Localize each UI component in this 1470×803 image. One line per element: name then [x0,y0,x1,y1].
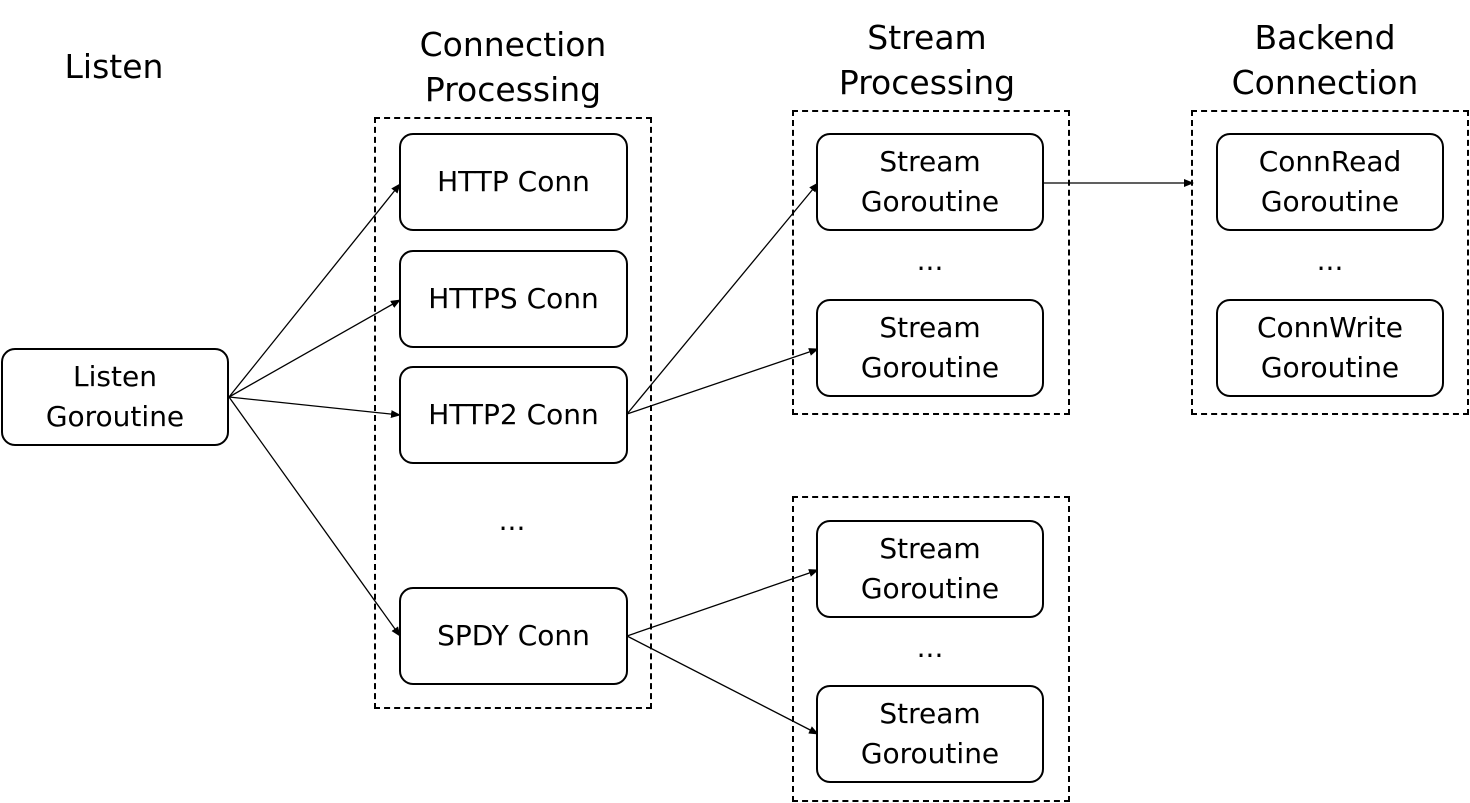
stream-bottom-ellipsis: ... [916,631,944,664]
stream-processing-group-top [792,110,1070,415]
listen-goroutine-line2: Goroutine [45,400,185,433]
https-conn-node: HTTPS Conn [399,250,628,348]
http-conn-label: HTTP Conn [437,165,590,198]
stream-goroutine-bottom-second: Stream Goroutine [816,685,1044,783]
connwrite-goroutine-node: ConnWrite Goroutine [1216,299,1444,397]
edge-listen-to-http [228,183,401,398]
stream-bottom-first-line1: Stream [879,532,981,565]
listen-goroutine-node: Listen Goroutine [1,348,229,446]
http2-conn-node: HTTP2 Conn [399,366,628,464]
stream-goroutine-top-first: Stream Goroutine [816,133,1044,231]
stream-top-first-line2: Goroutine [860,185,1000,218]
column-title-connection-line2: Processing [424,70,602,109]
stream-top-second-line2: Goroutine [860,351,1000,384]
connwrite-line2: Goroutine [1260,351,1400,384]
http-conn-node: HTTP Conn [399,133,628,231]
connwrite-line1: ConnWrite [1256,311,1404,344]
stream-top-ellipsis: ... [916,244,944,277]
stream-top-first-line1: Stream [879,145,981,178]
stream-goroutine-top-second: Stream Goroutine [816,299,1044,397]
stream-top-second-line1: Stream [879,311,981,344]
edge-spdy-to-stream-bottom-second [626,635,819,735]
edge-spdy-to-stream-bottom-first [626,569,819,637]
connread-line1: ConnRead [1258,145,1402,178]
http2-conn-label: HTTP2 Conn [428,398,599,431]
column-title-connection-processing: Connection Processing [398,22,628,112]
https-conn-label: HTTPS Conn [428,282,599,315]
spdy-conn-node: SPDY Conn [399,587,628,685]
conn-ellipsis: ... [498,504,526,537]
edge-listen-to-https [228,299,401,398]
column-title-connection-line1: Connection [419,25,607,64]
column-title-stream-processing: Stream Processing [812,15,1042,105]
edge-listen-to-spdy [228,396,401,637]
column-title-listen: Listen [44,44,184,89]
column-title-backend-connection: Backend Connection [1210,15,1440,105]
stream-bottom-first-line2: Goroutine [860,572,1000,605]
column-title-stream-line2: Processing [838,63,1016,102]
stream-bottom-second-line2: Goroutine [860,737,1000,770]
column-title-stream-line1: Stream [867,18,987,57]
listen-goroutine-line1: Listen [73,360,157,393]
connread-goroutine-node: ConnRead Goroutine [1216,133,1444,231]
backend-connection-group [1191,110,1469,415]
stream-goroutine-bottom-first: Stream Goroutine [816,520,1044,618]
stream-processing-group-bottom [792,496,1070,802]
edge-http2-to-stream-top-second [626,348,819,415]
column-title-backend-line2: Connection [1231,63,1419,102]
connread-line2: Goroutine [1260,185,1400,218]
column-title-backend-line1: Backend [1254,18,1396,57]
stream-bottom-second-line1: Stream [879,697,981,730]
spdy-conn-label: SPDY Conn [437,619,590,652]
edge-listen-to-http2 [228,396,401,419]
column-title-listen-text: Listen [64,47,164,86]
edge-http2-to-stream-top-first [626,182,819,415]
backend-ellipsis: ... [1316,244,1344,277]
